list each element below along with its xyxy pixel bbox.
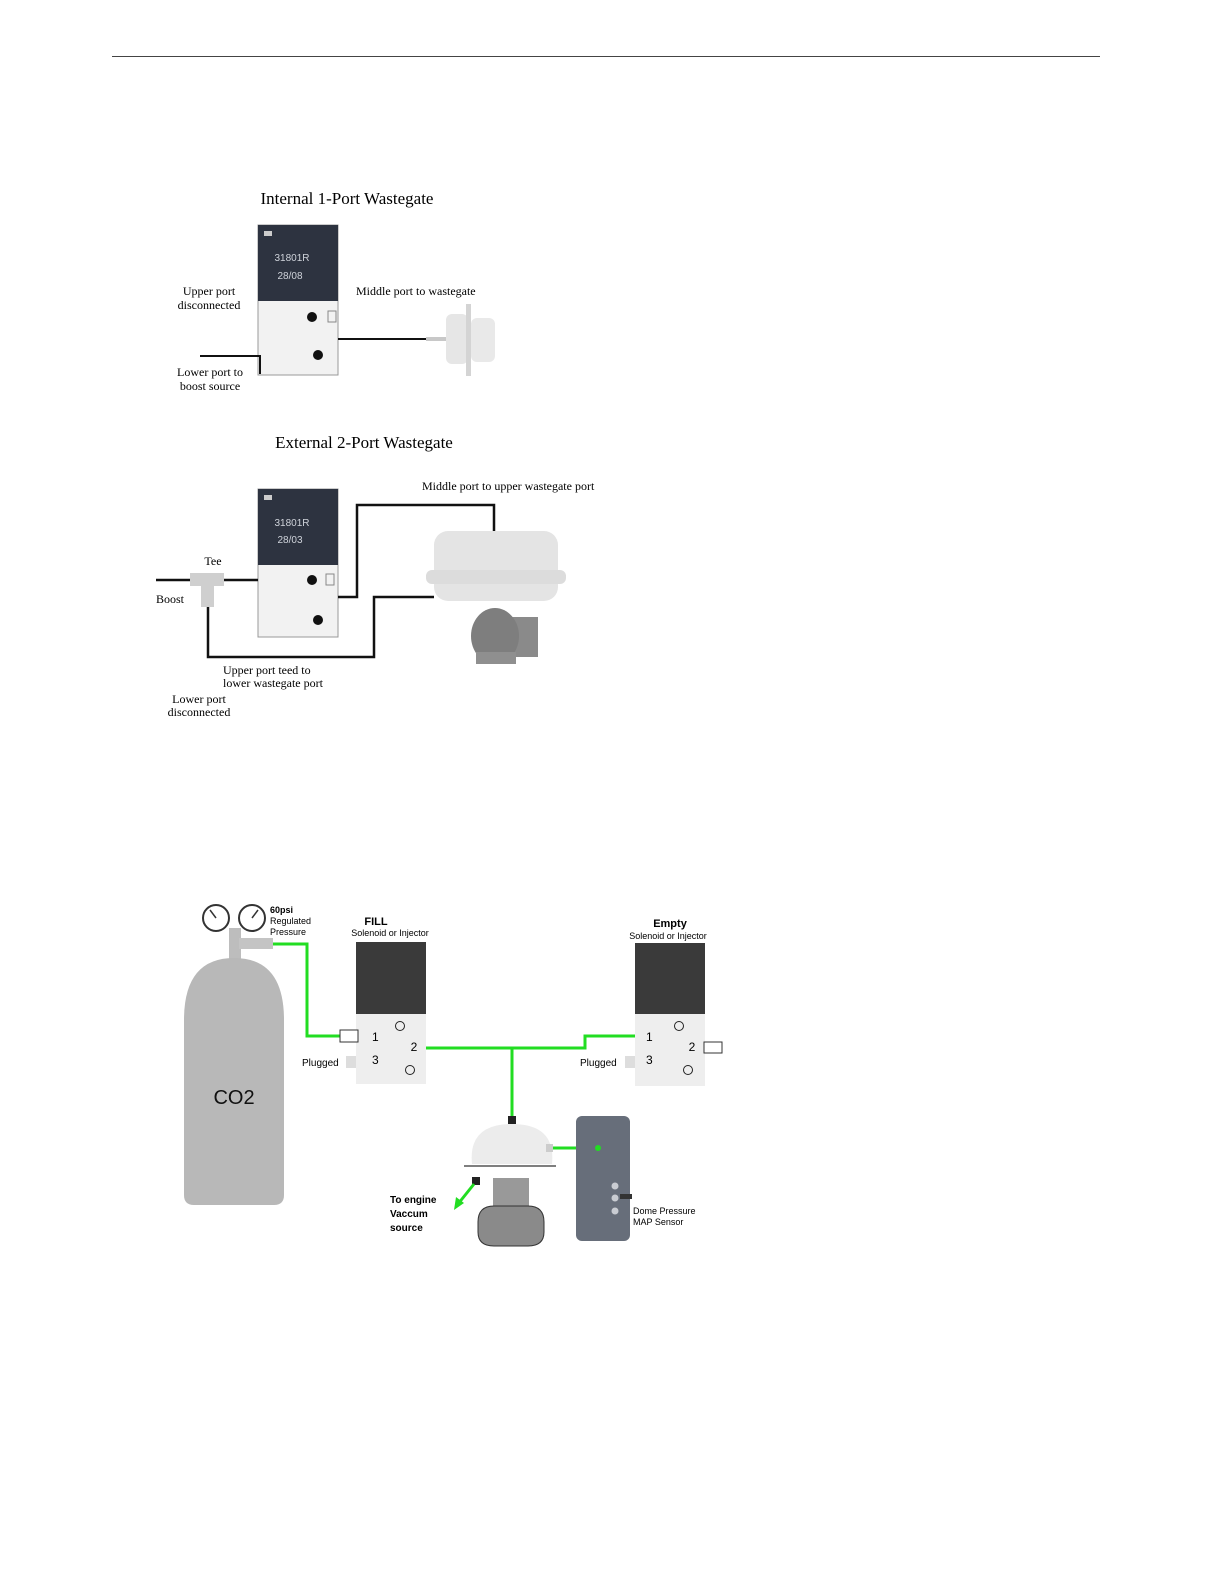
dome-controller bbox=[576, 1116, 632, 1241]
external-lower-port-label-2: disconnected bbox=[168, 705, 231, 719]
upper-teed-label: Upper port teed to bbox=[223, 663, 311, 677]
internal-valve-tab bbox=[264, 231, 272, 236]
fill-plugged-label: Plugged bbox=[302, 1058, 339, 1069]
internal-title: Internal 1-Port Wastegate bbox=[261, 189, 434, 208]
external-valve-date: 28/03 bbox=[277, 535, 302, 546]
external-hose-lower-wastegate bbox=[206, 590, 434, 659]
external-lower-port bbox=[313, 615, 323, 625]
dome-wastegate bbox=[454, 1116, 556, 1247]
external-upper-port bbox=[325, 573, 335, 586]
co2-tank: CO2 bbox=[184, 928, 284, 1205]
internal-hose-boost bbox=[200, 355, 261, 374]
fill-title: FILL bbox=[364, 916, 387, 928]
internal-upper-port-label-2: disconnected bbox=[178, 298, 241, 312]
external-wastegate-diagram: External 2-Port Wastegate 31801R 28/03 bbox=[156, 433, 595, 719]
internal-wastegate-diagram: Internal 1-Port Wastegate 31801R 28/08 U… bbox=[177, 189, 495, 393]
vacuum-label-2: Vaccum bbox=[390, 1209, 428, 1220]
tee-fitting bbox=[190, 573, 224, 607]
vacuum-label-1: To engine bbox=[390, 1195, 437, 1206]
external-valve-tab bbox=[264, 495, 272, 500]
upper-teed-label-2: lower wastegate port bbox=[223, 676, 324, 690]
internal-valve-coil bbox=[258, 225, 338, 301]
header-rule bbox=[112, 56, 1100, 57]
fill-valve: FILL Solenoid or Injector 1 2 3 Plugged bbox=[302, 916, 429, 1084]
co2-hoses bbox=[273, 942, 636, 1150]
map-sensor-label-1: Dome Pressure bbox=[633, 1206, 696, 1216]
internal-lower-port-label-2: boost source bbox=[180, 379, 240, 393]
pressure-label-1: 60psi bbox=[270, 905, 293, 915]
pressure-label-2: Regulated bbox=[270, 916, 311, 926]
internal-upper-port bbox=[327, 310, 337, 323]
boost-label: Boost bbox=[156, 592, 185, 606]
internal-lower-port-label: Lower port to bbox=[177, 365, 243, 379]
external-middle-port bbox=[307, 575, 317, 585]
regulator-gauges bbox=[202, 904, 266, 932]
empty-title: Empty bbox=[653, 918, 688, 930]
empty-port-2: 2 bbox=[689, 1040, 696, 1054]
fill-port-3: 3 bbox=[372, 1053, 379, 1067]
external-hose-upper-wastegate bbox=[338, 503, 496, 599]
external-valve-code: 31801R bbox=[274, 518, 309, 529]
empty-valve: Empty Solenoid or Injector 1 2 3 Plugged bbox=[580, 918, 723, 1086]
external-middle-port-label: Middle port to upper wastegate port bbox=[422, 479, 595, 493]
tee-label: Tee bbox=[204, 554, 221, 568]
internal-valve-date: 28/08 bbox=[277, 271, 302, 282]
empty-subtitle: Solenoid or Injector bbox=[629, 931, 707, 941]
external-lower-port-label: Lower port bbox=[172, 692, 226, 706]
map-sensor-label-2: MAP Sensor bbox=[633, 1217, 683, 1227]
fill-port-2: 2 bbox=[411, 1040, 418, 1054]
internal-valve-code: 31801R bbox=[274, 253, 309, 264]
internal-middle-port bbox=[307, 312, 317, 322]
fill-subtitle: Solenoid or Injector bbox=[351, 928, 429, 938]
external-valve-coil bbox=[258, 489, 338, 565]
external-title: External 2-Port Wastegate bbox=[275, 433, 453, 452]
internal-middle-port-label: Middle port to wastegate bbox=[356, 284, 476, 298]
empty-port-3: 3 bbox=[646, 1053, 653, 1067]
co2-tank-label: CO2 bbox=[213, 1087, 254, 1109]
external-wastegate-actuator bbox=[426, 531, 566, 664]
vacuum-label-3: source bbox=[390, 1223, 423, 1234]
co2-dome-diagram: CO2 60psi Regulated Pressure FILL bbox=[184, 904, 723, 1247]
empty-plugged-label: Plugged bbox=[580, 1058, 617, 1069]
pressure-label-3: Pressure bbox=[270, 927, 306, 937]
internal-upper-port-label: Upper port bbox=[183, 284, 236, 298]
internal-wastegate-actuator bbox=[426, 304, 495, 376]
fill-port-1: 1 bbox=[372, 1030, 379, 1044]
empty-port-1: 1 bbox=[646, 1030, 653, 1044]
internal-lower-port bbox=[313, 350, 323, 360]
